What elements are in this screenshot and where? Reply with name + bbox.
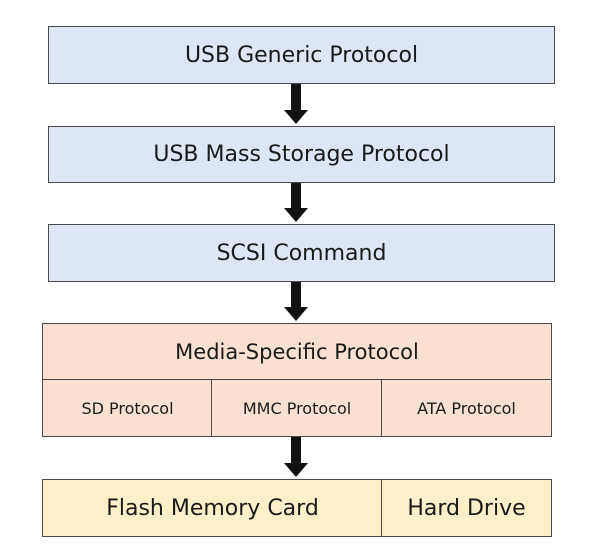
sd-protocol-label: SD Protocol xyxy=(81,398,174,418)
flash-memory-card-box: Flash Memory Card xyxy=(42,479,383,537)
media-specific-protocol-label: Media-Specific Protocol xyxy=(175,339,419,364)
arrow-down-icon xyxy=(284,183,308,224)
scsi-command-box: SCSI Command xyxy=(48,224,555,282)
arrow-down-icon xyxy=(284,84,308,126)
usb-mass-storage-protocol-box: USB Mass Storage Protocol xyxy=(48,126,555,183)
hard-drive-box: Hard Drive xyxy=(381,479,552,537)
ata-protocol-box: ATA Protocol xyxy=(381,379,552,437)
usb-generic-protocol-label: USB Generic Protocol xyxy=(184,42,419,68)
ata-protocol-label: ATA Protocol xyxy=(417,398,516,418)
media-specific-protocol-box: Media-Specific Protocol xyxy=(42,323,552,380)
mmc-protocol-label: MMC Protocol xyxy=(242,398,352,418)
flash-memory-card-label: Flash Memory Card xyxy=(106,495,319,521)
sd-protocol-box: SD Protocol xyxy=(42,379,213,437)
arrow-down-icon xyxy=(284,282,308,323)
hard-drive-label: Hard Drive xyxy=(407,495,526,521)
usb-mass-storage-protocol-label: USB Mass Storage Protocol xyxy=(153,142,450,167)
arrow-down-icon xyxy=(284,437,308,479)
usb-generic-protocol-box: USB Generic Protocol xyxy=(48,26,555,84)
scsi-command-label: SCSI Command xyxy=(216,240,387,266)
mmc-protocol-box: MMC Protocol xyxy=(211,379,383,437)
